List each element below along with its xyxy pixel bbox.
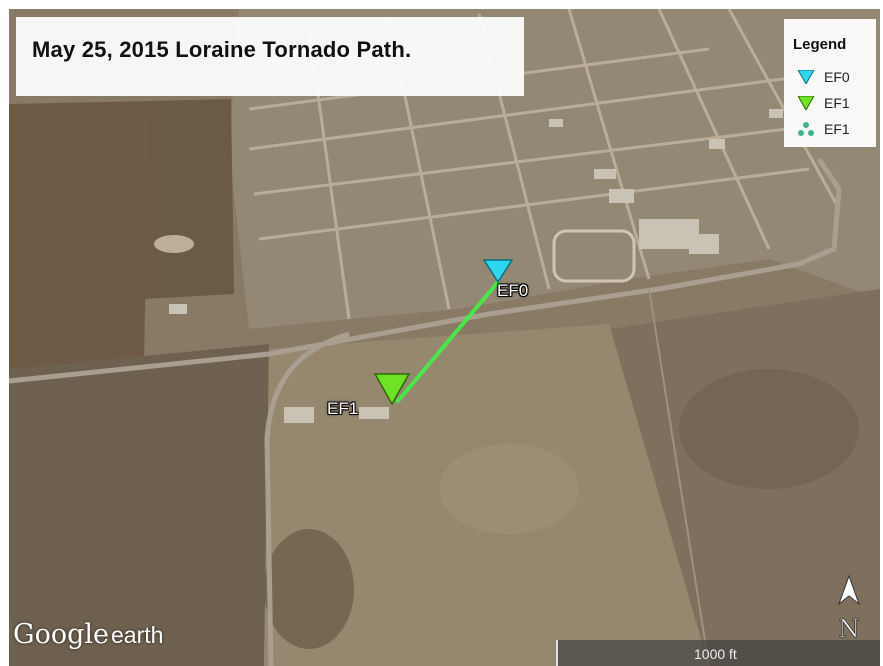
title-panel: May 25, 2015 Loraine Tornado Path. bbox=[16, 17, 524, 96]
scale-bar: 1000 ft bbox=[556, 640, 880, 666]
legend-label-ef0: EF0 bbox=[824, 69, 850, 85]
north-arrow[interactable]: N bbox=[831, 574, 867, 644]
field-pivot bbox=[154, 235, 194, 253]
legend-title: Legend bbox=[793, 36, 847, 53]
dirt-road bbox=[648, 288, 710, 666]
legend-item-ef0: EF0 bbox=[796, 67, 850, 87]
ef0-marker-icon[interactable] bbox=[482, 259, 514, 284]
south-road bbox=[264, 331, 350, 666]
logo-main-text: Google bbox=[13, 619, 109, 650]
arena-track bbox=[552, 229, 636, 283]
map-frame: EF0 EF1 May 25, 2015 Loraine Tornado Pat… bbox=[9, 9, 880, 666]
cyan-triangle-icon bbox=[796, 68, 816, 86]
ef1-marker-label: EF1 bbox=[327, 399, 359, 418]
map-title: May 25, 2015 Loraine Tornado Path. bbox=[32, 37, 412, 62]
light-patch bbox=[439, 444, 579, 534]
scrub-land-left bbox=[9, 344, 269, 666]
farm-field-center bbox=[144, 99, 234, 299]
legend-item-ef1: EF1 bbox=[796, 93, 850, 113]
satellite-map[interactable] bbox=[9, 9, 880, 666]
dark-patch bbox=[264, 529, 354, 649]
highway bbox=[9, 157, 842, 384]
ef0-marker-label: EF0 bbox=[497, 281, 529, 300]
logo-sub-text: earth bbox=[110, 622, 164, 648]
farm-field-left bbox=[9, 101, 149, 369]
north-label: N bbox=[839, 615, 860, 643]
green-triangle-icon bbox=[796, 94, 816, 112]
legend-item-ef1-path: EF1 bbox=[796, 119, 850, 139]
recycle-arrows-icon bbox=[796, 120, 816, 138]
google-earth-logo: Googleearth bbox=[13, 619, 163, 650]
legend-panel: Legend EF0 EF1 EF1 bbox=[784, 19, 876, 147]
legend-label-ef1: EF1 bbox=[824, 95, 850, 111]
north-arrow-icon: N bbox=[837, 574, 861, 643]
tornado-path-line bbox=[396, 280, 500, 403]
scrub-patch bbox=[679, 369, 859, 489]
ef1-marker-icon[interactable] bbox=[373, 373, 411, 406]
legend-label-ef1-path: EF1 bbox=[824, 121, 850, 137]
scale-label: 1000 ft bbox=[694, 646, 737, 662]
buildings bbox=[169, 109, 783, 423]
